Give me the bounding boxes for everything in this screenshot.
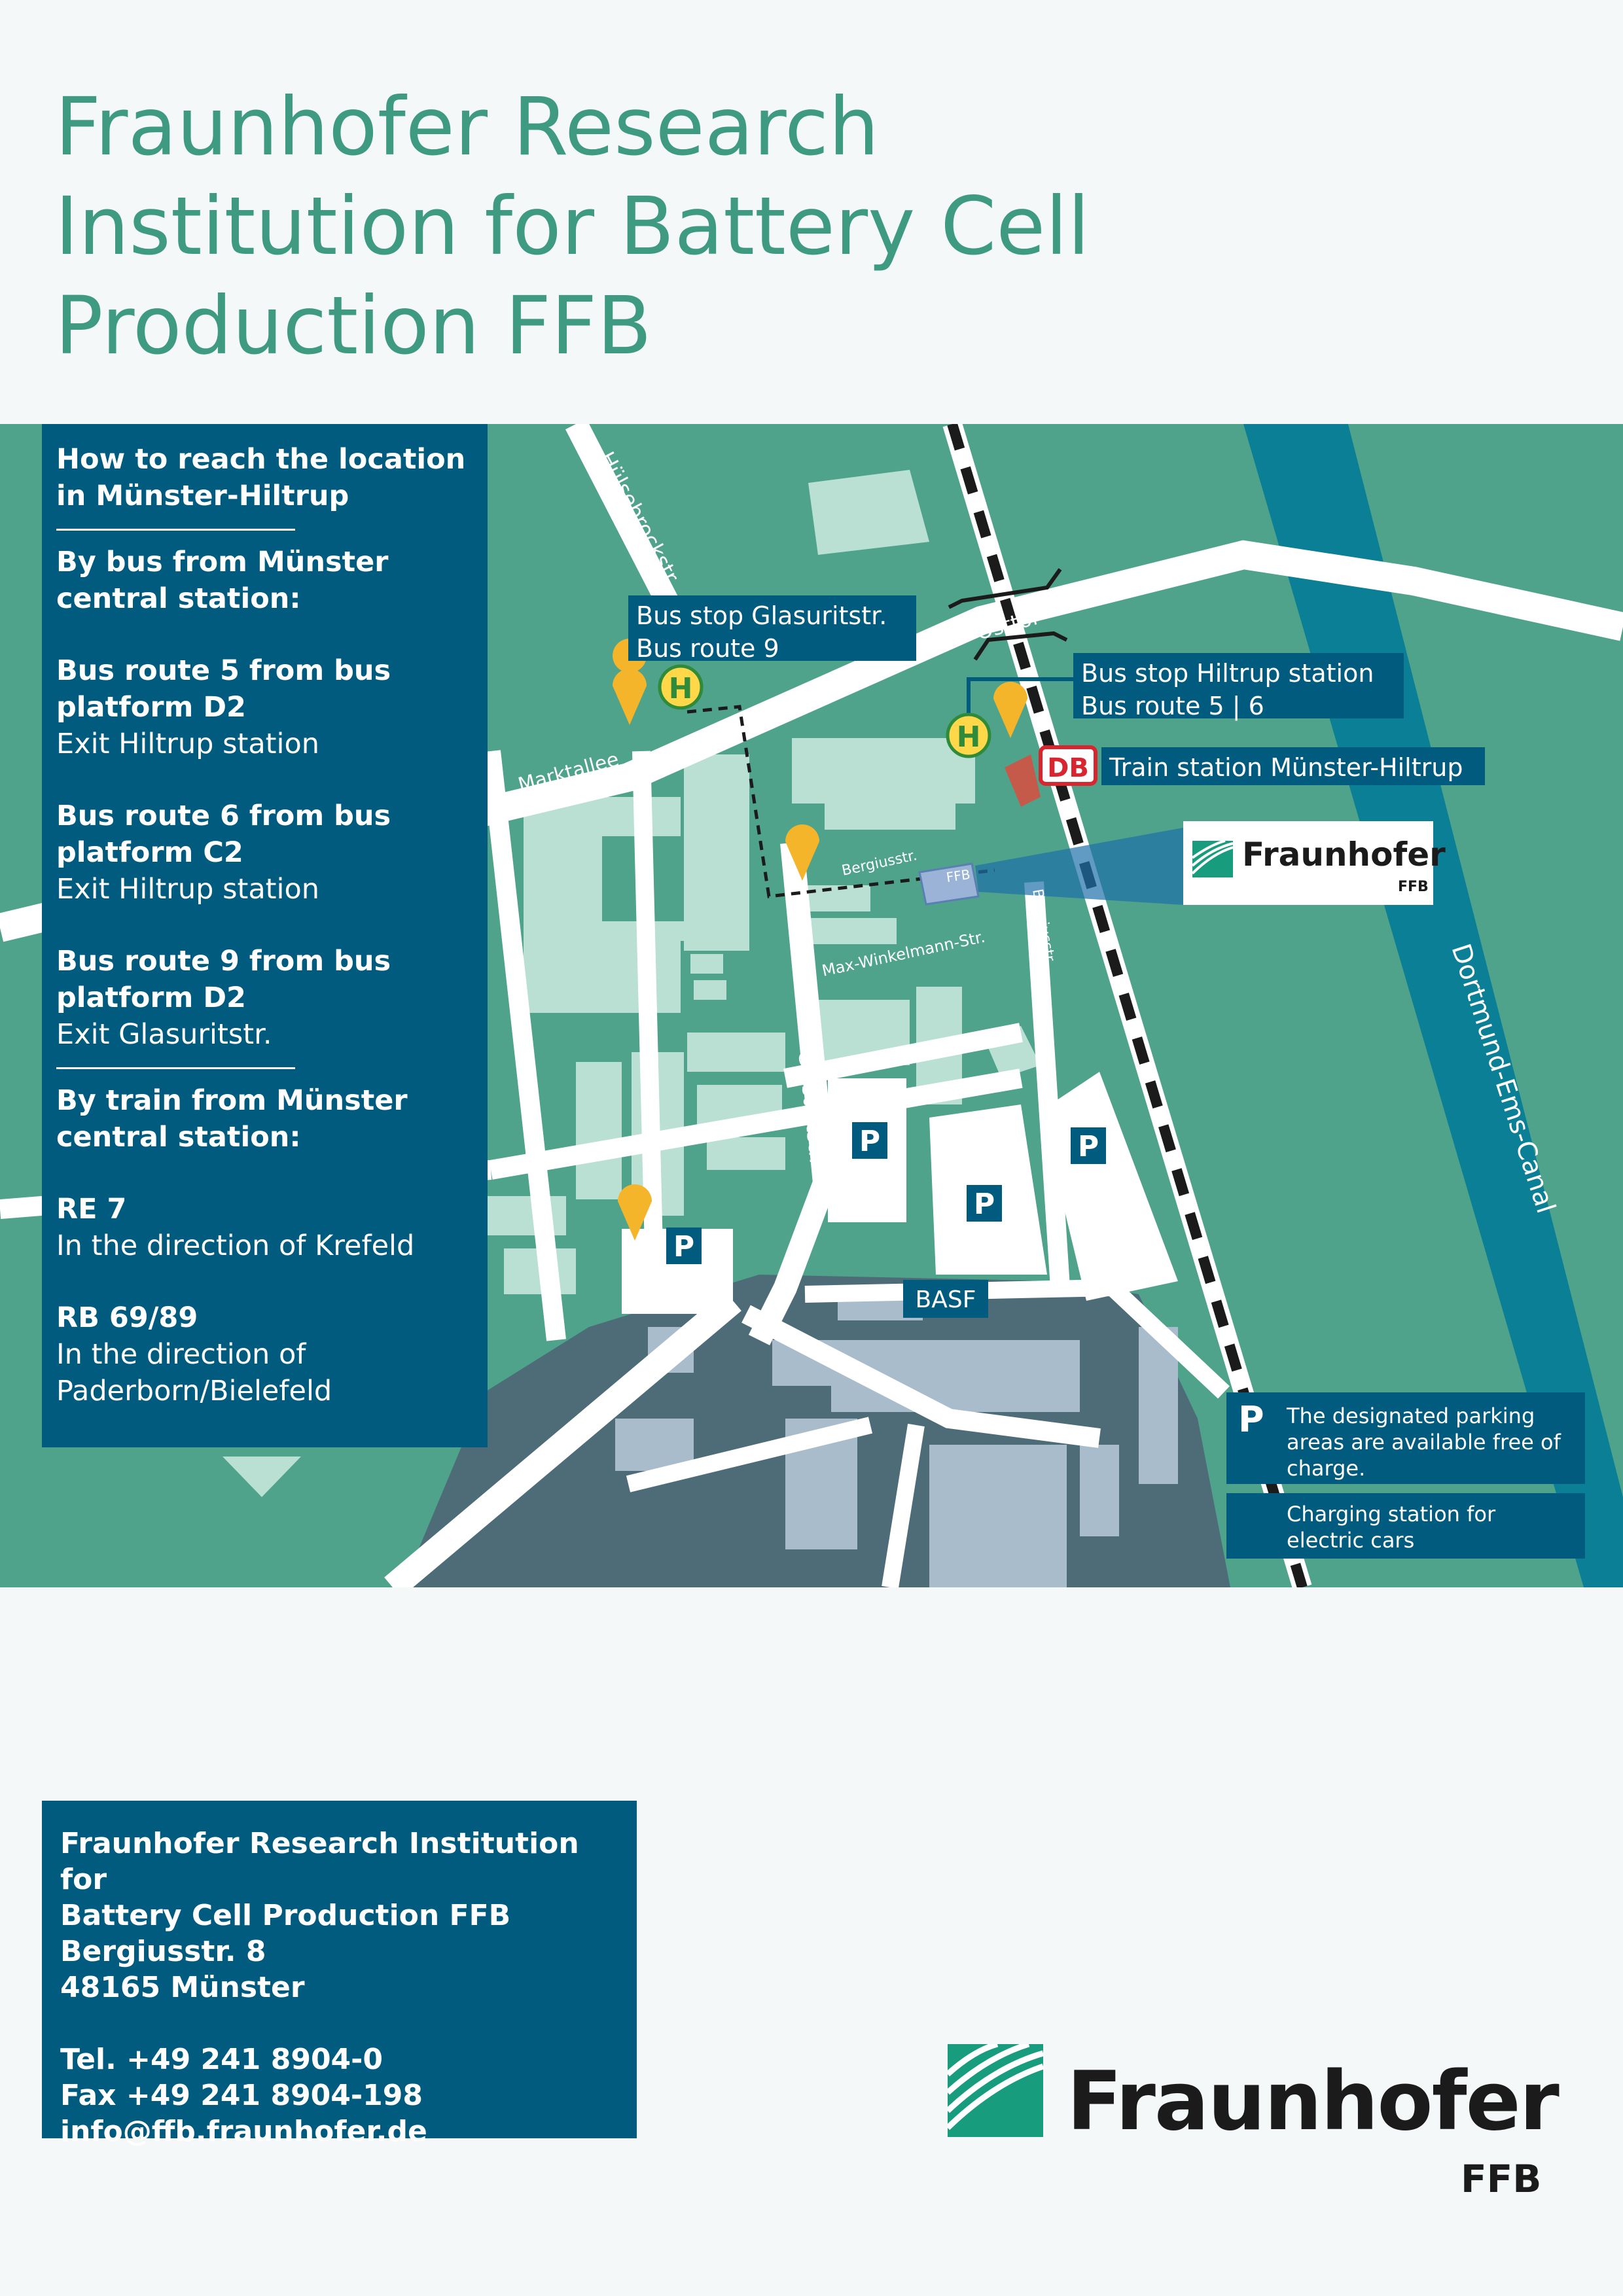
map-logo-sub: FFB (1398, 879, 1429, 895)
bridge-north (948, 568, 1062, 609)
contact-box: Fraunhofer Research Institution for Batt… (42, 1801, 637, 2148)
walking-route (687, 705, 995, 898)
legend-parking: P The designated parking areas are avail… (1226, 1392, 1585, 1484)
charging-pin-2 (993, 682, 1027, 738)
train-rb69: RB 69/89 (56, 1301, 198, 1334)
map-logo-mark-icon (1192, 841, 1234, 877)
bus-stop-symbol-hiltrup: H (946, 713, 991, 758)
bus-stop-hiltrup-line2: Bus route 5 | 6 (1081, 692, 1264, 720)
bus-stop-hiltrup-info: Bus stop Hiltrup station Bus route 5 | 6 (1073, 653, 1404, 720)
page-title: Fraunhofer Research Institution for Batt… (55, 80, 1090, 372)
contact-fax: Fax +49 241 8904-198 (60, 2079, 423, 2112)
db-badge: DB (1047, 753, 1089, 783)
train-station-info: Train station Münster-Hiltrup (1101, 747, 1485, 785)
bus-stop-glasurit-info: Bus stop Glasuritstr. Bus route 9 (628, 595, 916, 663)
bus-route-9-exit: Exit Glasuritstr. (56, 1018, 272, 1051)
contact-email[interactable]: info@ffb.fraunhofer.de (60, 2115, 427, 2148)
ffb-building-label: FFB (945, 866, 971, 885)
bus-stop-glasurit-line2: Bus route 9 (636, 634, 779, 663)
ffb-building (918, 862, 980, 906)
bus-route-5: Bus route 5 from bus platform D2 (56, 654, 391, 724)
directions-divider-2 (56, 1067, 295, 1069)
parking-p-1: P (859, 1125, 880, 1158)
bus-stop-symbol-glasurit: H (658, 664, 704, 710)
station-building (1005, 754, 1041, 807)
bus-route-6: Bus route 6 from bus platform C2 (56, 800, 391, 869)
buildings (223, 470, 1041, 1497)
directions-heading: How to reach the location in Münster-Hil… (56, 443, 466, 512)
legend-parking-symbol: P (1238, 1399, 1264, 1440)
parking-p-2: P (974, 1188, 995, 1221)
contact-city: 48165 Münster (60, 1971, 305, 2004)
ffb-callout-beam (975, 828, 1183, 905)
canal-east-bank (1348, 424, 1623, 1497)
train-re7-direction: In the direction of Krefeld (56, 1229, 415, 1262)
train-rb69-direction: In the direction of Paderborn/Bielefeld (56, 1338, 332, 1407)
legend-charging: Charging station for electric cars (1226, 1493, 1585, 1559)
basf-label: BASF (916, 1286, 976, 1313)
logo-sub: FFB (1461, 2157, 1542, 2201)
train-re7: RE 7 (56, 1193, 127, 1226)
charging-pin-1 (613, 669, 647, 725)
bus-route-9: Bus route 9 from bus platform D2 (56, 945, 391, 1014)
bus-stop-glasurit-letter: H (669, 672, 693, 705)
map-fraunhofer-logo: Fraunhofer FFB (1183, 821, 1446, 905)
legend-charging-text: Charging station for electric cars (1287, 1502, 1496, 1553)
logo-name: Fraunhofer (1067, 2055, 1560, 2149)
contact-line-1: Fraunhofer Research Institution for (60, 1827, 579, 1896)
bus-heading: By bus from Münster central station: (56, 546, 389, 615)
contact-street: Bergiusstr. 8 (60, 1935, 266, 1968)
charging-pin-3 (785, 824, 819, 881)
basf-label-box (903, 1280, 988, 1318)
bus-route-5-exit: Exit Hiltrup station (56, 728, 320, 760)
legend-parking-text: The designated parking areas are availab… (1287, 1404, 1561, 1481)
contact-tel[interactable]: Tel. +49 241 8904-0 (60, 2043, 383, 2076)
train-station-label: Train station Münster-Hiltrup (1109, 753, 1463, 782)
charging-pin-4 (618, 1184, 652, 1241)
train-heading: By train from Münster central station: (56, 1084, 408, 1154)
bridge-south (973, 631, 1068, 661)
directions-divider-1 (56, 529, 295, 531)
contact-line-2: Battery Cell Production FFB (60, 1899, 511, 1932)
db-badge-frame (1039, 745, 1097, 786)
bus-stop-hiltrup-line1: Bus stop Hiltrup station (1081, 659, 1374, 688)
bus-route-6-exit: Exit Hiltrup station (56, 873, 320, 906)
hiltrup-connector (967, 677, 1073, 725)
parking-p-3: P (1078, 1130, 1099, 1163)
fraunhofer-logo-mark-icon (948, 2044, 1044, 2137)
bus-stop-glasurit-line1: Bus stop Glasuritstr. (636, 601, 887, 630)
parking-symbols: P P P P (666, 1122, 1106, 1264)
location-map[interactable]: H H P P P P (0, 424, 1623, 1587)
fraunhofer-logo: Fraunhofer FFB (942, 2040, 1560, 2210)
map-logo-name: Fraunhofer (1242, 836, 1446, 874)
bus-stop-hiltrup-letter: H (957, 720, 981, 754)
directions-panel: How to reach the location in Münster-Hil… (42, 424, 488, 1447)
parking-p-4: P (673, 1230, 694, 1263)
